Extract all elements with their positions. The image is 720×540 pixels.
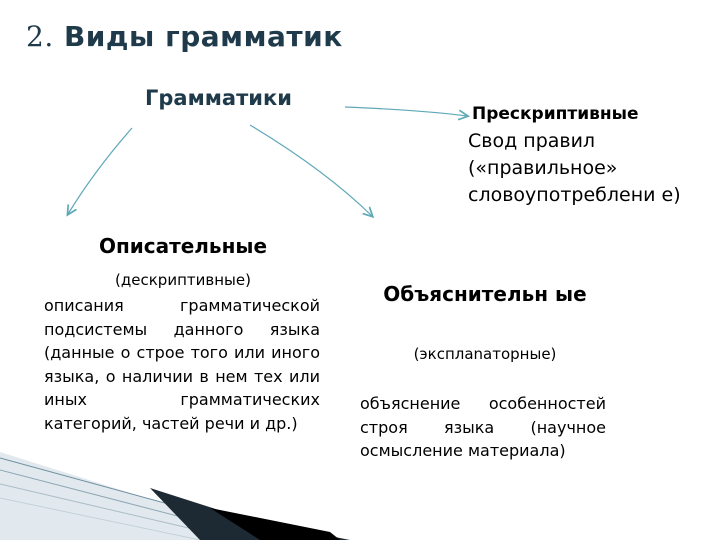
explanatory-subheading: (эксплanaторные) [413,345,557,363]
explanatory-body: объяснение особенностей строя языка (нау… [360,394,606,461]
descriptive-subheading: (дескриптивные) [115,271,251,289]
title-number: 2. [26,20,54,53]
root-node-label: Грамматики [145,86,292,110]
descriptive-body: описания грамматической подсистемы данно… [44,296,320,433]
descriptive-heading: Описательные [98,234,268,258]
slide-title: 2. Виды грамматик [26,20,343,53]
arrow-to-descriptive [68,127,133,214]
prescriptive-heading: Прескриптивные [472,104,639,124]
arrow-to-explanatory [249,124,372,216]
arrow-to-prescriptive [344,106,467,116]
explanatory-heading: Объяснительн ые [383,282,587,306]
title-text: Виды грамматик [63,20,343,53]
corner-decoration [0,452,350,540]
prescriptive-description: Свод правил («правильное» словоупотребле… [468,130,681,206]
